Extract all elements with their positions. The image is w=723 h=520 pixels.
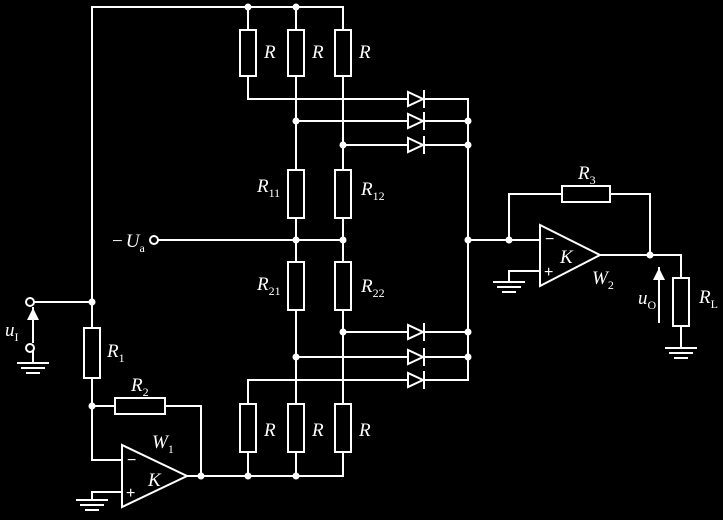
resistor-r3 [561, 185, 611, 203]
diode-5 [407, 348, 426, 366]
resistor-rl [672, 277, 690, 327]
resistor-top-2 [287, 29, 305, 77]
ground-w2 [493, 281, 525, 293]
junctions [88, 3, 654, 480]
label-r12: R12 [360, 179, 385, 203]
label-rl: RL [698, 287, 718, 311]
diode-6 [407, 371, 426, 389]
label-r-top-3: R [358, 42, 371, 63]
terminal-ua [149, 235, 159, 245]
ground-load [665, 347, 697, 359]
resistor-bottom-1 [239, 403, 257, 453]
label-r22: R22 [360, 276, 385, 300]
label-r11: R11 [256, 176, 280, 200]
label-w1-plus: + [126, 485, 135, 502]
resistor-r21 [287, 261, 305, 311]
resistor-bottom-2 [287, 403, 305, 453]
label-r-bottom-2: R [311, 420, 324, 441]
diode-1 [407, 90, 426, 108]
terminal-ui-top [25, 297, 35, 307]
label-r1: R1 [106, 341, 125, 365]
diode-4 [407, 323, 426, 341]
label-k2: K [559, 247, 574, 268]
label-r-bottom-3: R [358, 420, 371, 441]
label-ua: −Ua [112, 231, 145, 255]
label-r-top-1: R [263, 42, 276, 63]
ui-arrow [27, 307, 39, 343]
uo-arrow [653, 267, 665, 323]
diode-3 [407, 136, 426, 154]
resistor-r2 [114, 397, 166, 415]
resistor-top-1 [239, 29, 257, 77]
label-uo: uO [638, 288, 657, 312]
resistors [83, 29, 690, 453]
opamp-w1 [121, 443, 190, 509]
label-w1-minus: − [127, 452, 136, 469]
ground-w1 [76, 499, 108, 511]
terminal-ui-bottom [25, 343, 35, 353]
label-ui: uI [5, 320, 19, 344]
resistor-top-3 [334, 29, 352, 77]
label-k1: K [147, 470, 162, 491]
resistor-r11 [287, 169, 305, 219]
resistor-r1 [83, 327, 101, 379]
opamp-w2 [539, 223, 603, 288]
labels: R R R R11 R12 R21 R22 R R R R1 R2 R3 RL [5, 42, 718, 502]
diode-2 [407, 112, 426, 130]
label-r2: R2 [130, 375, 149, 399]
label-r3: R3 [577, 163, 596, 187]
label-r-bottom-1: R [263, 420, 276, 441]
resistor-bottom-3 [334, 403, 352, 453]
label-w2-minus: − [545, 231, 554, 248]
label-w2-plus: + [544, 264, 553, 281]
diodes [407, 90, 426, 389]
label-r-top-2: R [311, 42, 324, 63]
label-w1: W1 [152, 432, 174, 456]
resistor-r12 [334, 169, 352, 219]
label-r21: R21 [256, 274, 281, 298]
resistor-r22 [334, 261, 352, 311]
label-w2: W2 [592, 268, 614, 292]
ground-input [17, 349, 49, 374]
